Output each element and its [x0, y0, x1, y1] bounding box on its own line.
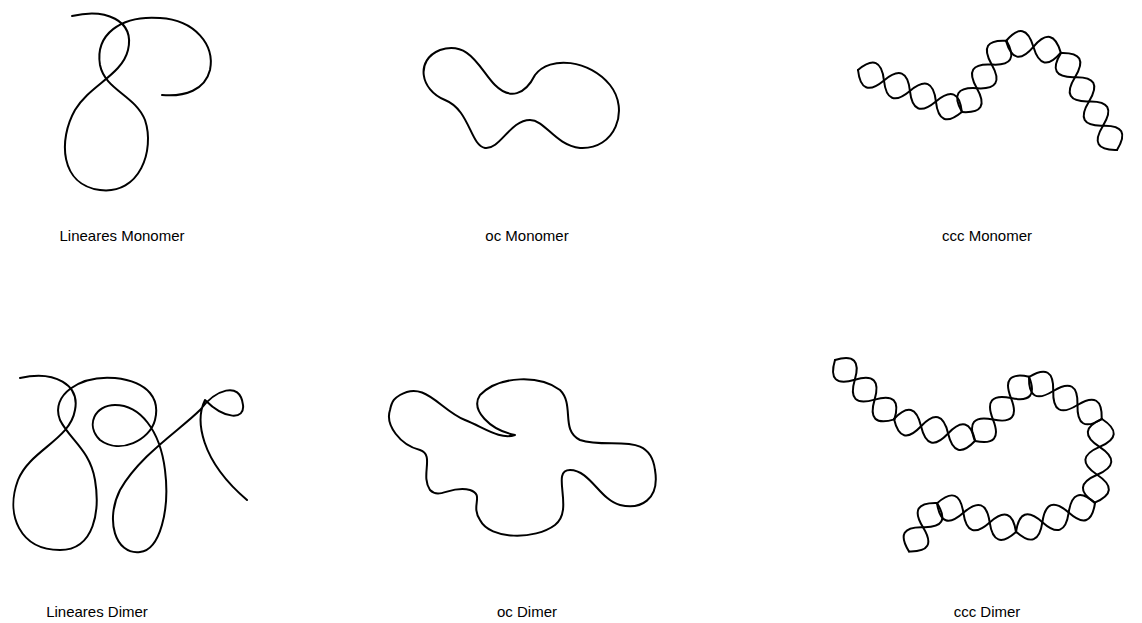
linear-monomer-strand	[65, 14, 211, 191]
structure-label: oc Dimer	[497, 603, 557, 621]
oc-monomer-ring	[424, 48, 619, 148]
structure-label: oc Monomer	[485, 227, 568, 245]
structure-label: ccc Dimer	[954, 603, 1021, 621]
structure-label: Lineares Dimer	[46, 603, 148, 621]
structure-label: Lineares Monomer	[59, 227, 184, 245]
oc-dimer-ring	[389, 379, 656, 535]
ccc-monomer-supercoil	[853, 28, 1128, 156]
structure-label: ccc Monomer	[942, 227, 1032, 245]
ccc-dimer-supercoil	[826, 351, 1115, 558]
linear-dimer-strand	[13, 376, 247, 552]
